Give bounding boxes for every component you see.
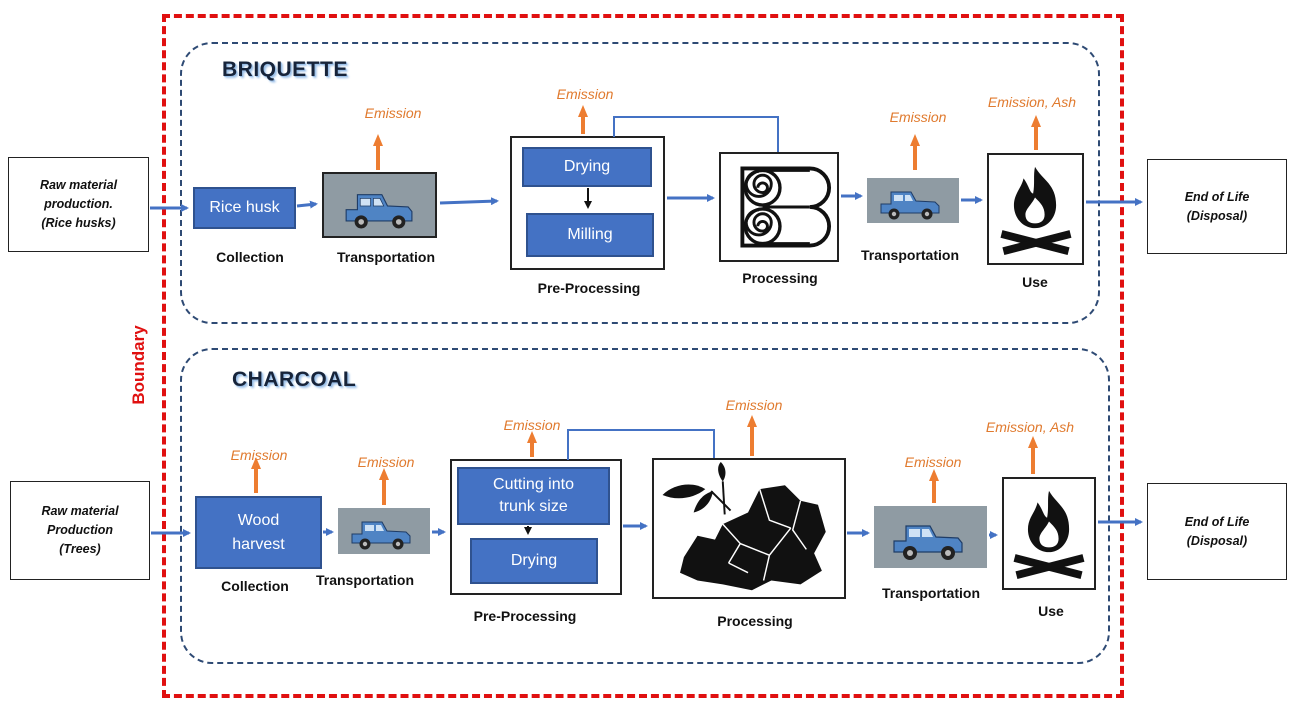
- charcoal-processing-box: [652, 458, 846, 599]
- briquette-pre-emission: Emission: [556, 86, 614, 102]
- charcoal-transport1-emission: Emission: [357, 454, 415, 470]
- briquette-raw-material-box: Raw material production. (Rice husks): [8, 157, 149, 252]
- charcoal-raw-material-line2: Production: [47, 523, 113, 537]
- charcoal-end-of-life-box: End of Life (Disposal): [1147, 483, 1287, 580]
- boundary-label-wrap: Boundary: [124, 290, 154, 440]
- briquette-transport2-emission: Emission: [889, 109, 947, 125]
- briquette-use-emission: Emission, Ash: [987, 94, 1077, 110]
- charcoal-use-emission: Emission, Ash: [985, 419, 1075, 435]
- wood-harvest-box: Wood harvest: [195, 496, 322, 569]
- briquette-processing-label: Processing: [742, 270, 818, 286]
- briquette-transport1-emission: Emission: [364, 105, 422, 121]
- charcoal-raw-material-line3: (Trees): [59, 542, 101, 556]
- briquette-drying-box: Drying: [522, 147, 652, 187]
- truck-icon: [351, 521, 411, 550]
- briquette-transport1-truck: [322, 172, 437, 238]
- briquette-transport1-label: Transportation: [336, 249, 436, 265]
- cutting-box: Cutting into trunk size: [457, 467, 610, 525]
- charcoal-use-box: [1002, 477, 1096, 590]
- briquette-transport2-label: Transportation: [860, 247, 960, 263]
- briquette-raw-material-line1: Raw material: [39, 178, 118, 192]
- briquette-raw-material-line2: production.: [44, 197, 113, 211]
- briquette-end-of-life-line1: End of Life: [1184, 189, 1250, 204]
- charcoal-collection-label: Collection: [221, 578, 289, 594]
- charcoal-end-of-life-line2: (Disposal): [1186, 533, 1248, 548]
- rice-husk-box: Rice husk: [193, 187, 296, 229]
- briquette-raw-material-line3: (Rice husks): [41, 216, 116, 230]
- charcoal-raw-material-line1: Raw material: [41, 504, 119, 518]
- truck-icon: [880, 191, 940, 220]
- charcoal-drying-box: Drying: [470, 538, 598, 584]
- charcoal-title: CHARCOAL: [232, 368, 357, 391]
- briquette-transport2-truck: [867, 178, 959, 223]
- charcoal-end-of-life-line1: End of Life: [1184, 514, 1250, 529]
- briquette-end-of-life-box: End of Life (Disposal): [1147, 159, 1287, 254]
- briquette-collection-label: Collection: [216, 249, 284, 265]
- boundary-label: Boundary: [129, 325, 148, 405]
- charcoal-processing-label: Processing: [717, 613, 793, 629]
- charcoal-raw-material-box: Raw material Production (Trees): [10, 481, 150, 580]
- briquette-use-label: Use: [1022, 274, 1048, 290]
- charcoal-collection-emission: Emission: [230, 447, 288, 463]
- briquette-pre-processing-label: Pre-Processing: [537, 280, 641, 296]
- truck-icon: [893, 525, 963, 560]
- briquette-milling-box: Milling: [526, 213, 654, 257]
- truck-icon: [345, 194, 413, 229]
- system-boundary: [162, 14, 1124, 698]
- briquette-use-box: [987, 153, 1084, 265]
- briquette-section: [180, 42, 1100, 324]
- fire-icon: [1000, 166, 1072, 256]
- charcoal-transport1-label: Transportation: [315, 572, 415, 588]
- charcoal-transport1-truck: [338, 508, 430, 554]
- briquette-title: BRIQUETTE: [222, 58, 348, 81]
- charcoal-processing-emission: Emission: [725, 397, 783, 413]
- charcoal-icon: [662, 461, 826, 591]
- charcoal-pre-emission: Emission: [503, 417, 561, 433]
- charcoal-transport2-truck: [874, 506, 987, 568]
- fire-icon: [1013, 490, 1085, 579]
- charcoal-transport2-emission: Emission: [904, 454, 962, 470]
- charcoal-transport2-label: Transportation: [881, 585, 981, 601]
- charcoal-section: [180, 348, 1110, 664]
- charcoal-pre-processing-label: Pre-Processing: [473, 608, 577, 624]
- briquette-end-of-life-line2: (Disposal): [1186, 208, 1248, 223]
- briquette-processing-box: [719, 152, 839, 262]
- briquette-press-icon: [740, 166, 831, 248]
- charcoal-use-label: Use: [1038, 603, 1064, 619]
